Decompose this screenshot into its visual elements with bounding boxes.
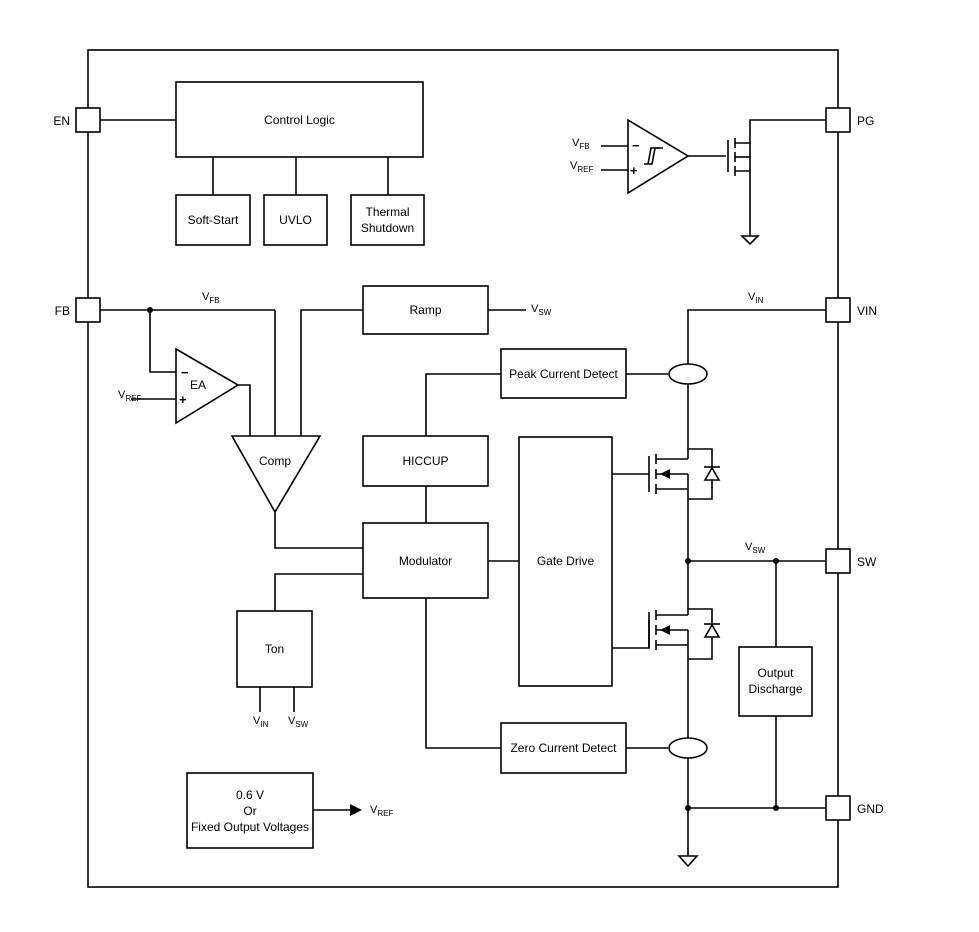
peak-current-sense: [668, 363, 708, 385]
gate-drive-label: Gate Drive: [537, 554, 595, 568]
pg-vref-label: VREF: [570, 160, 593, 174]
vfb-net-label: VFB: [202, 291, 220, 305]
modulator-label: Modulator: [399, 554, 452, 568]
pin-en-label: EN: [53, 114, 70, 128]
zero-current-detect-block: Zero Current Detect: [500, 722, 627, 774]
ic-boundary: [87, 49, 839, 888]
pg-comp-minus-sign: −: [632, 138, 640, 153]
pin-fb: FB: [55, 297, 101, 323]
thermal-shutdown-block: Thermal Shutdown: [350, 194, 425, 246]
vin-net-label: VIN: [748, 291, 764, 305]
vref-generator-block: 0.6 V Or Fixed Output Voltages: [186, 772, 314, 849]
pin-en: EN: [53, 107, 101, 133]
ramp-vsw-label: VSW: [531, 303, 552, 317]
zero-current-detect-label: Zero Current Detect: [510, 741, 617, 755]
wires: [100, 119, 826, 856]
ea-minus-sign: −: [181, 365, 189, 380]
peak-current-detect-label: Peak Current Detect: [509, 367, 618, 381]
uvlo-block: UVLO: [263, 194, 328, 246]
pin-gnd: GND: [825, 795, 884, 821]
modulator-block: Modulator: [362, 522, 489, 599]
pg-ground-icon: [740, 235, 760, 246]
soft-start-label: Soft-Start: [188, 213, 239, 227]
high-side-mosfet: [648, 448, 721, 500]
gate-drive-block: Gate Drive: [518, 436, 613, 687]
ea-vref-label: VREF: [118, 389, 141, 403]
pin-pg-label: PG: [857, 114, 874, 128]
ton-block: Ton: [236, 610, 313, 688]
zero-current-sense: [668, 737, 708, 759]
pin-sw: SW: [825, 548, 877, 574]
vref-gen-line2: Or: [243, 804, 256, 818]
pin-gnd-label: GND: [857, 802, 884, 816]
ton-label: Ton: [265, 642, 284, 656]
comp-label: Comp: [259, 454, 291, 468]
vsw-net-label: VSW: [745, 541, 766, 555]
junction-dots: [147, 307, 779, 811]
error-amplifier: EA − +: [175, 347, 240, 425]
ton-vsw-label: VSW: [288, 715, 309, 729]
hiccup-block: HICCUP: [362, 435, 489, 487]
gnd-ground-icon: [677, 855, 699, 868]
vref-arrow-icon: [350, 804, 362, 816]
low-side-mosfet: [648, 608, 721, 660]
ramp-label: Ramp: [409, 303, 441, 317]
soft-start-block: Soft-Start: [175, 194, 251, 246]
peak-current-detect-block: Peak Current Detect: [500, 348, 627, 399]
comparator: Comp: [230, 435, 322, 514]
ramp-block: Ramp: [362, 285, 489, 335]
pin-sw-label: SW: [857, 555, 877, 569]
vref-gen-line3: Fixed Output Voltages: [191, 820, 309, 834]
output-discharge-label-line2: Discharge: [748, 682, 802, 696]
control-logic-block: Control Logic: [175, 81, 424, 158]
control-logic-label: Control Logic: [264, 113, 335, 127]
pin-fb-label: FB: [55, 304, 70, 318]
pg-comparator: − +: [627, 118, 690, 195]
pin-vin-label: VIN: [857, 304, 877, 318]
vref-gen-line1: 0.6 V: [236, 788, 264, 802]
thermal-label-line2: Shutdown: [361, 221, 414, 235]
ton-vin-label: VIN: [253, 715, 269, 729]
pin-vin: VIN: [825, 297, 877, 323]
pin-pg: PG: [825, 107, 874, 133]
vref-out-label: VREF: [370, 804, 393, 818]
pg-vfb-label: VFB: [572, 137, 590, 151]
uvlo-label: UVLO: [279, 213, 312, 227]
output-discharge-label-line1: Output: [757, 666, 794, 680]
hiccup-label: HICCUP: [402, 454, 448, 468]
pg-comp-plus-sign: +: [630, 163, 638, 178]
ea-label: EA: [190, 378, 206, 392]
output-discharge-block: Output Discharge: [738, 646, 813, 717]
thermal-label-line1: Thermal: [365, 205, 409, 219]
ea-plus-sign: +: [179, 392, 187, 407]
